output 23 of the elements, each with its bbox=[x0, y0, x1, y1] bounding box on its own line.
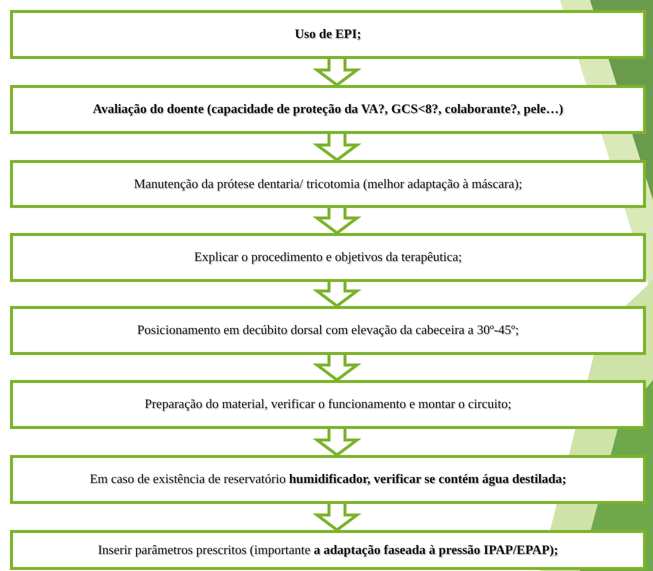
process-box bbox=[10, 233, 646, 282]
process-box bbox=[10, 160, 646, 208]
step-text: Uso de EPI; bbox=[294, 27, 362, 42]
block-arrow bbox=[312, 132, 362, 162]
step-text: Avaliação do doente (capacidade de proteção da VA?, GCS<8?, colaborante?, pele…) bbox=[92, 102, 564, 117]
block-arrow bbox=[312, 502, 362, 532]
block-arrow bbox=[312, 206, 362, 235]
step-text: Preparação do material, verificar o funcionamento e montar o circuito; bbox=[144, 397, 512, 412]
process-box bbox=[10, 380, 646, 429]
process-box bbox=[10, 455, 646, 504]
step-text: Em caso de existência de reservatório humidificador, verificar se contém água destilada; bbox=[90, 472, 566, 487]
process-box bbox=[10, 530, 646, 570]
step-text: Explicar o procedimento e objetivos da terapêutica; bbox=[194, 250, 462, 265]
step-text: Manutenção da prótese dentaria/ tricotomia (melhor adaptação à máscara); bbox=[134, 176, 522, 192]
process-box bbox=[10, 10, 646, 59]
step-text: Posicionamento em decúbito dorsal com elevação da cabeceira a 30º-45º; bbox=[137, 323, 519, 338]
block-arrow bbox=[312, 354, 362, 382]
step-text: Inserir parâmetros prescritos (importante a adaptação faseada à pressão IPAP/EPAP); bbox=[98, 542, 558, 558]
block-arrow bbox=[312, 428, 362, 457]
block-arrow bbox=[312, 58, 362, 87]
process-box bbox=[10, 306, 646, 355]
process-box bbox=[10, 85, 646, 134]
block-arrow bbox=[312, 280, 362, 308]
